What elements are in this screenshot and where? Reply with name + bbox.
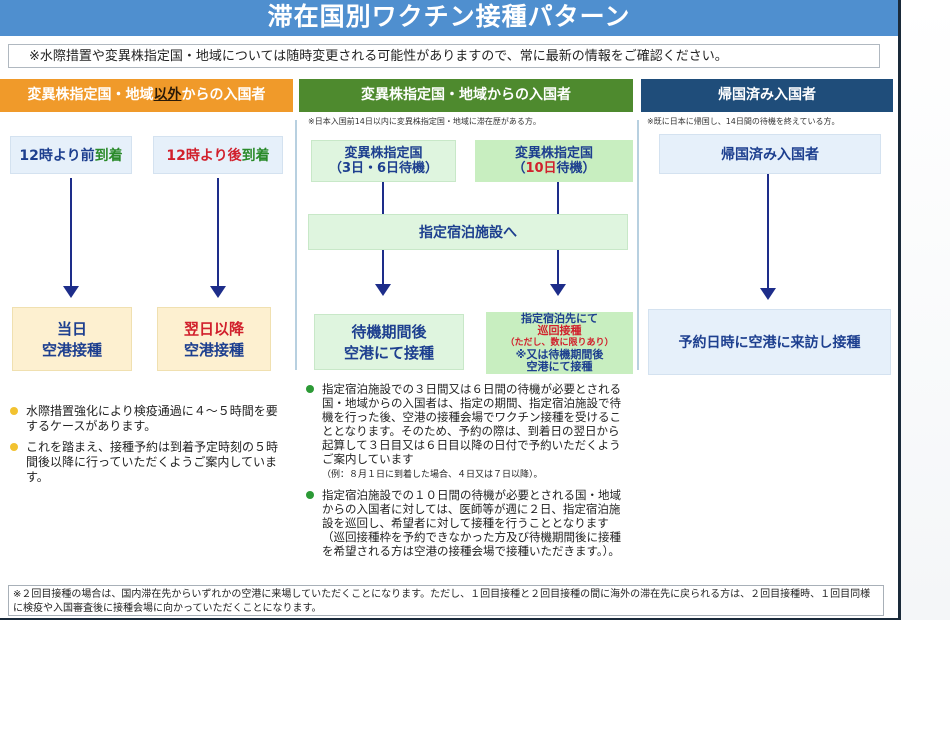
note-text: 水際措置強化により検疫通過に４～５時間を要するケースがあります。: [26, 404, 278, 433]
example-note: （例：８月１日に到着した場合、４日又は７日以降）。: [322, 470, 543, 480]
next-day-label: 翌日以降: [183, 320, 244, 338]
returnee-label: 帰国済み入国者: [721, 147, 819, 163]
returnee-box: 帰国済み入国者: [659, 134, 881, 174]
note-text: これを踏まえ、接種予約は到着予定時刻の５時間後以降に行っていただくようご案内して…: [26, 440, 279, 484]
paren: （: [512, 161, 526, 176]
airport-after-wait-box: 待機期間後 空港にて接種: [314, 314, 464, 370]
note-item: 指定宿泊施設での３日間又は６日間の待機が必要とされる国・地域からの入国者は、指定…: [306, 382, 624, 482]
down-arrow: [63, 178, 79, 298]
header-text: 変異株指定国・地域: [27, 87, 154, 103]
returnee-result-label: 予約日時に空港に来訪し接種: [678, 335, 861, 351]
same-day-box: 当日 空港接種: [12, 307, 132, 371]
note-item: これを踏まえ、接種予約は到着予定時刻の５時間後以降に行っていただくようご案内して…: [10, 440, 288, 485]
down-arrow: [760, 174, 776, 300]
alternative-note: ※又は待機期間後: [515, 348, 604, 361]
note-item: 指定宿泊施設での１０日間の待機が必要とされる国・地域からの入国者に対しては、医師…: [306, 488, 624, 558]
arrival-label: 到着: [241, 148, 270, 164]
notice-box: ※水際措置や変異株指定国・地域については随時変更される可能性がありますので、常に…: [8, 44, 880, 68]
header-emphasis: 以外: [153, 87, 182, 103]
header-text: からの入国者: [181, 87, 266, 103]
note-text: 指定宿泊施設での３日間又は６日間の待機が必要とされる国・地域からの入国者は、指定…: [322, 382, 621, 466]
page-title: 滞在国別ワクチン接種パターン: [0, 0, 898, 36]
airport-vaccination-label: 空港接種: [41, 341, 102, 359]
next-day-box: 翌日以降 空港接種: [157, 307, 271, 371]
airport-vaccination-label: 空港にて接種: [343, 344, 434, 362]
col1-notes: 水際措置強化により検疫通過に４～５時間を要するケースがあります。 これを踏まえ、…: [10, 404, 288, 491]
column-divider: [637, 120, 639, 370]
designated-facility-box: 指定宿泊施設へ: [308, 214, 628, 250]
returnee-result-box: 予約日時に空港に来訪し接種: [648, 309, 891, 375]
facility-label: 指定宿泊施設へ: [419, 225, 517, 241]
variant-3-6-box: 変異株指定国 （3日・6日待機）: [311, 140, 456, 182]
down-arrow: [210, 178, 226, 298]
variant-label: 変異株指定国: [344, 146, 423, 161]
column-header-variant: 変異株指定国・地域からの入国者: [299, 79, 633, 112]
bullet-icon: [10, 407, 18, 415]
background-edge: [901, 0, 950, 620]
wait-10-label: 10日: [525, 161, 557, 176]
bullet-icon: [10, 443, 18, 451]
facility-vaccination-box: 指定宿泊先にて 巡回接種 （ただし、数に限りあり） ※又は待機期間後 空港にて接…: [486, 312, 633, 374]
footnote: ※２回目接種の場合は、国内滞在先からいずれかの空港に来場していただくことになりま…: [8, 585, 884, 616]
variant-10-box: 変異株指定国 （10日待機）: [475, 140, 633, 182]
airport-vaccination-label: 空港接種: [183, 341, 244, 359]
after-noon-box: 12時より後到着: [153, 136, 283, 174]
before-noon-label: 12時より前: [19, 148, 95, 164]
mobile-vaccination-label: 巡回接種: [537, 324, 582, 337]
airport-vaccination-label: 空港にて接種: [526, 360, 593, 373]
returnee-note: ※既に日本に帰国し、14日間の待機を終えている方。: [647, 117, 840, 126]
same-day-label: 当日: [56, 320, 87, 338]
after-wait-label: 待機期間後: [351, 323, 427, 341]
bullet-icon: [306, 385, 314, 393]
column-divider: [295, 120, 297, 370]
note-text: 指定宿泊施設での１０日間の待機が必要とされる国・地域からの入国者に対しては、医師…: [322, 488, 621, 558]
variant-label: 変異株指定国: [514, 146, 593, 161]
wait-3-6-label: （3日・6日待機）: [328, 161, 439, 176]
variant-note: ※日本入国前14日以内に変異株指定国・地域に滞在歴がある方。: [308, 117, 541, 126]
before-noon-box: 12時より前到着: [10, 136, 132, 174]
col2-notes: 指定宿泊施設での３日間又は６日間の待機が必要とされる国・地域からの入国者は、指定…: [306, 382, 624, 564]
wait-suffix: 待機）: [556, 161, 596, 176]
column-header-returnee: 帰国済み入国者: [641, 79, 893, 112]
column-header-non-variant: 変異株指定国・地域以外からの入国者: [0, 79, 293, 112]
limited-note: （ただし、数に限りあり）: [505, 338, 614, 348]
after-noon-label: 12時より後: [166, 148, 242, 164]
arrival-label: 到着: [94, 148, 123, 164]
facility-label: 指定宿泊先にて: [521, 312, 598, 325]
bullet-icon: [306, 491, 314, 499]
note-item: 水際措置強化により検疫通過に４～５時間を要するケースがあります。: [10, 404, 288, 434]
